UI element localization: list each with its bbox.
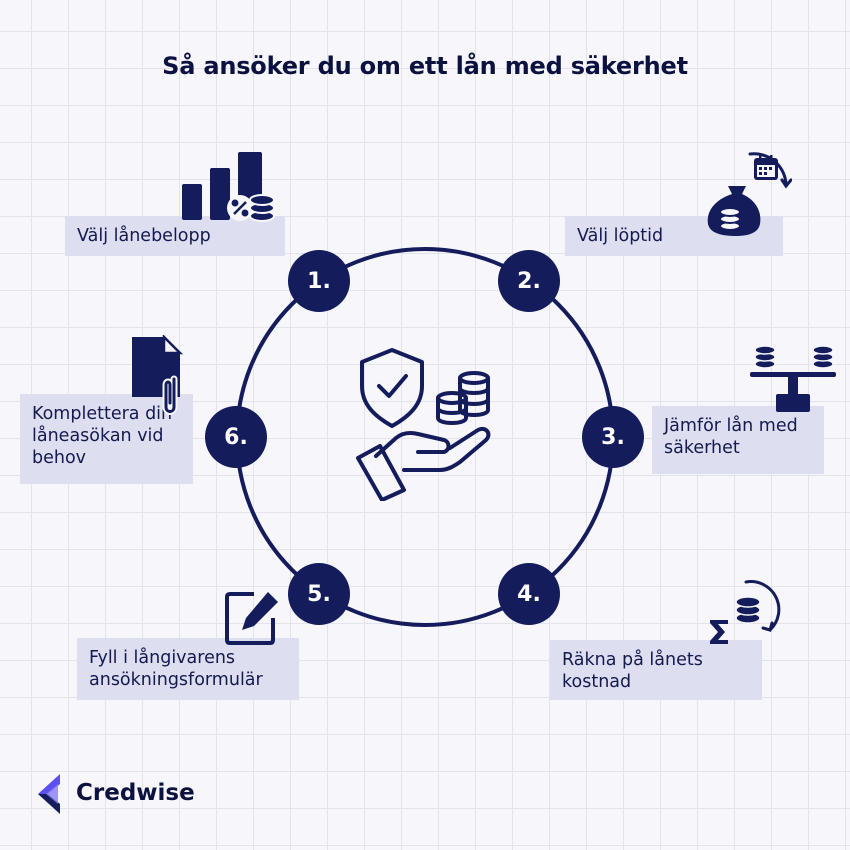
page-title: Så ansöker du om ett lån med säkerhet: [162, 52, 688, 80]
bar-chart-coins-icon: [182, 152, 275, 222]
balance-coins-icon: [750, 345, 836, 412]
step-1-label: Välj lånebelopp: [65, 216, 285, 256]
step-2-badge: 2.: [498, 250, 560, 312]
step-4-badge: 4.: [498, 563, 560, 625]
money-bag-calendar-icon: [707, 152, 792, 236]
step-3-badge: 3.: [582, 406, 644, 468]
credwise-logo-icon: [38, 774, 60, 814]
step-6-badge: 6.: [205, 406, 267, 468]
document-attachment-icon: [132, 335, 184, 415]
step-4-label: Räkna på lånets kostnad: [550, 640, 762, 700]
step-6-label: Komplettera din låneasökan vid behov: [20, 394, 193, 484]
sigma-coins-icon: [710, 580, 781, 644]
step-1-badge: 1.: [288, 250, 350, 312]
step-5-label: Fyll i långivarens ansökningsformulär: [77, 638, 299, 700]
step-5-badge: 5.: [288, 563, 350, 625]
step-3-label: Jämför lån med säkerhet: [652, 406, 824, 474]
edit-form-icon: [225, 592, 278, 645]
brand-name: Credwise: [76, 780, 195, 806]
shield-hand-coins-icon: [356, 348, 491, 501]
